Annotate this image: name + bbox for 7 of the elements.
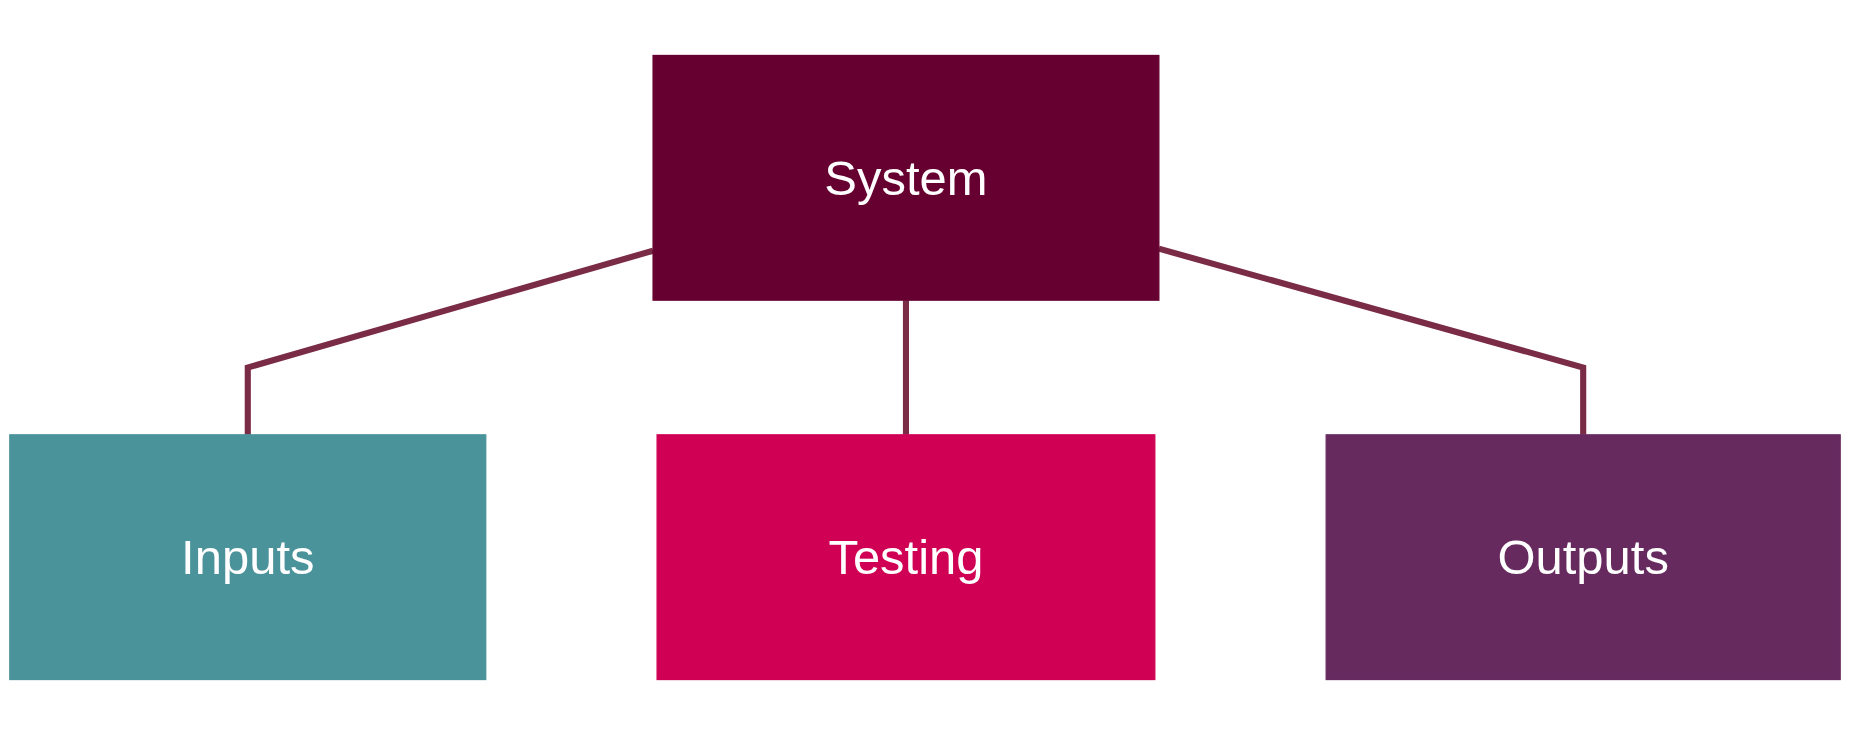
node-box: Inputs (9, 434, 487, 681)
connector (244, 247, 654, 435)
node-box: Testing (656, 434, 1156, 681)
connector (1158, 245, 1587, 435)
node-box: System (652, 54, 1160, 301)
connector (902, 300, 910, 435)
node-box: Outputs (1325, 434, 1841, 681)
